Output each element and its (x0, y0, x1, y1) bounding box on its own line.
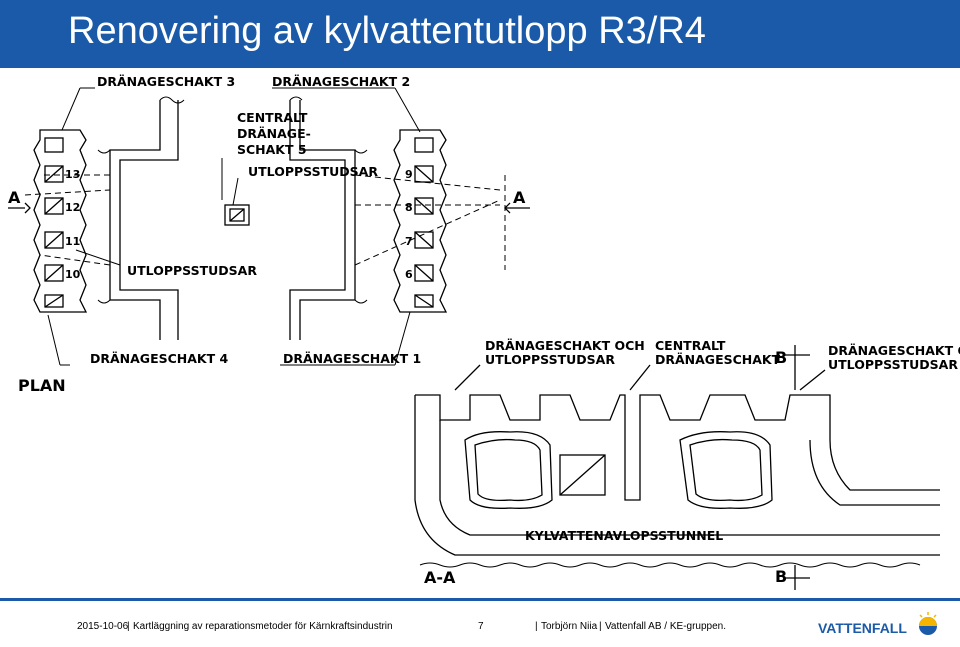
title-bar: Renovering av kylvattentutlopp R3/R4 (0, 0, 960, 68)
num-9: 9 (405, 168, 413, 181)
label-aa: A-A (424, 568, 456, 587)
label-central-3: SCHAKT 5 (237, 142, 307, 157)
label-central-2: DRÄNAGE- (237, 126, 311, 141)
num-10: 10 (65, 268, 81, 281)
label-plan: PLAN (18, 376, 66, 395)
section-aa-drawing (414, 345, 940, 590)
num-6: 6 (405, 268, 413, 281)
footer-org: Vattenfall AB / KE-gruppen. (605, 621, 727, 632)
right-drain-column (393, 129, 448, 313)
central-body-outer (109, 100, 161, 340)
label-central-section-2: DRÄNAGESCHAKT (655, 352, 781, 367)
left-outlet-squares (44, 137, 64, 308)
num-12: 12 (65, 201, 80, 214)
num-8: 8 (405, 201, 413, 214)
vattenfall-logo: VATTENFALL (818, 612, 940, 647)
technical-drawing: DRÄNAGESCHAKT 3 DRÄNAGESCHAKT 2 CENTRALT… (8, 74, 960, 590)
label-outlet-top: UTLOPPSSTUDSAR (248, 164, 378, 179)
label-drain-outlet-1: DRÄNAGESCHAKT OCH (485, 338, 645, 353)
label-drain1: DRÄNAGESCHAKT 1 (283, 351, 421, 366)
label-right-2: UTLOPPSSTUDSAR (828, 357, 958, 372)
label-section-a-left: A (8, 188, 21, 207)
footer-rule (0, 598, 960, 601)
right-outlet-squares (414, 137, 434, 308)
slide-title: Renovering av kylvattentutlopp R3/R4 (68, 10, 706, 52)
num-7: 7 (405, 235, 413, 248)
footer-author: Torbjörn Niia (541, 621, 598, 632)
num-11: 11 (65, 235, 80, 248)
label-section-a-right: A (513, 188, 526, 207)
footer-date: 2015-10-06 (77, 621, 129, 632)
label-right-1: DRÄNAGESCHAKT OCH (828, 343, 960, 358)
label-drain3: DRÄNAGESCHAKT 3 (97, 74, 235, 89)
footer-page: 7 (478, 621, 484, 632)
footer-subject: Kartläggning av reparationsmetoder för K… (133, 621, 393, 632)
label-drain2: DRÄNAGESCHAKT 2 (272, 74, 410, 89)
label-outlet-bottom: UTLOPPSSTUDSAR (127, 263, 257, 278)
logo-text: VATTENFALL (818, 620, 907, 636)
label-central-1: CENTRALT (237, 110, 308, 125)
footer-sep-3: | (599, 621, 602, 632)
left-drain-column (33, 129, 88, 313)
label-b-top: B (775, 348, 787, 367)
label-drain-outlet-2: UTLOPPSSTUDSAR (485, 352, 615, 367)
label-tunnel: KYLVATTENAVLOPSSTUNNEL (525, 528, 723, 543)
label-central-section-1: CENTRALT (655, 338, 726, 353)
num-13: 13 (65, 168, 80, 181)
footer-sep-1: | (127, 621, 130, 632)
footer-sep-2: | (535, 621, 538, 632)
label-drain4: DRÄNAGESCHAKT 4 (90, 351, 228, 366)
label-b-bottom: B (775, 567, 787, 586)
